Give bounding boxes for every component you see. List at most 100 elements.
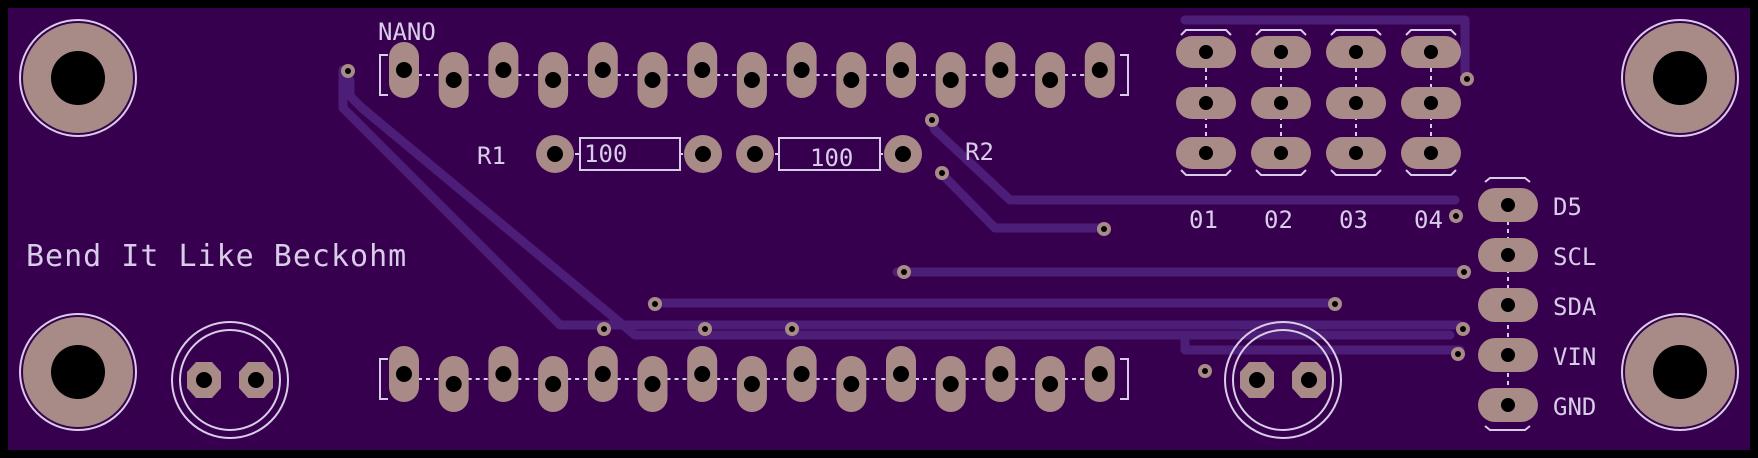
side-header-cap-top (1484, 177, 1531, 183)
led-left-outline-outer (171, 321, 289, 439)
top-header-drill-10 (843, 72, 860, 88)
bottom-header-drill-8 (743, 376, 760, 392)
grid-col-cap-bottom-4 (1405, 169, 1457, 176)
grid-drill-4-1 (1424, 45, 1438, 59)
top-header-drill-12 (942, 72, 959, 88)
r2-drill-1 (747, 146, 763, 162)
bottom-header-drill-2 (445, 376, 462, 392)
r1-drill-2 (695, 146, 711, 162)
grid-col-cap-bottom-2 (1255, 169, 1307, 176)
via-hole-15 (1455, 351, 1461, 357)
grid-drill-4-2 (1424, 96, 1438, 110)
mounting-hole-drill-4 (1653, 345, 1707, 399)
top-header-drill-7 (694, 62, 711, 78)
bottom-header-drill-15 (1091, 366, 1108, 382)
side-drill-4 (1501, 348, 1515, 362)
via-hole-9 (652, 301, 658, 307)
mounting-hole-drill-2 (1653, 51, 1707, 105)
grid-drill-4-3 (1424, 146, 1438, 160)
bottom-header-drill-13 (992, 366, 1009, 382)
side-drill-3 (1501, 298, 1515, 312)
via-hole-5 (1464, 76, 1470, 82)
mounting-hole-ring-1 (19, 19, 137, 137)
side-drill-2 (1501, 248, 1515, 262)
pin-label-gnd: GND (1553, 393, 1596, 421)
via-hole-1 (345, 68, 351, 74)
via-hole-2 (929, 117, 935, 123)
grid-drill-2-2 (1274, 96, 1288, 110)
via-hole-10 (1332, 301, 1338, 307)
connector-label-03: 03 (1339, 206, 1368, 234)
bottom-header-bracket-left (379, 358, 388, 400)
connector-label-01: 01 (1189, 206, 1218, 234)
grid-drill-1-3 (1199, 146, 1213, 160)
connector-label-04: 04 (1414, 206, 1443, 234)
bottom-header-drill-9 (793, 366, 810, 382)
grid-drill-2-3 (1274, 146, 1288, 160)
top-header-drill-13 (992, 62, 1009, 78)
board-title: Bend It Like Beckohm (26, 239, 407, 274)
top-header-drill-3 (495, 62, 512, 78)
trace-2 (345, 75, 1455, 340)
mounting-hole-drill-1 (51, 51, 105, 105)
grid-drill-1-2 (1199, 96, 1213, 110)
copper-traces (338, 15, 1470, 355)
board-substrate (8, 8, 1750, 450)
bottom-header-drill-1 (396, 366, 412, 382)
mounting-hole-ring-3 (19, 313, 137, 431)
trace-8 (1180, 330, 1465, 355)
r1-label: R1 (477, 142, 506, 170)
pin-label-scl: SCL (1553, 243, 1596, 271)
bottom-header-drill-4 (545, 376, 562, 392)
top-header-bracket-right (1120, 54, 1129, 96)
mounting-hole-ring-4 (1621, 313, 1739, 431)
pin-label-sda: SDA (1553, 293, 1597, 321)
via-hole-7 (901, 269, 907, 275)
led-right-outline-inner (1232, 329, 1334, 431)
via-layer (341, 64, 1474, 378)
top-header-drill-4 (545, 72, 562, 88)
led-left-drill-1 (196, 372, 212, 388)
trace-1 (338, 65, 1465, 330)
bottom-header-drill-11 (893, 366, 909, 382)
bottom-header-drill-3 (495, 366, 512, 382)
mounting-hole-drill-3 (51, 345, 105, 399)
bottom-header-drill-5 (594, 366, 611, 382)
top-header-drill-8 (743, 72, 760, 88)
via-hole-3 (939, 170, 945, 176)
mounting-holes (19, 19, 1739, 431)
silkscreen-layer (171, 29, 1531, 439)
top-header-drill-14 (1042, 72, 1059, 88)
top-header-drill-11 (893, 62, 909, 78)
grid-drill-3-1 (1349, 45, 1363, 59)
pad-layer (187, 36, 1538, 422)
led-left-outline-inner (179, 329, 281, 431)
top-header-drill-6 (644, 72, 661, 88)
via-hole-14 (1460, 326, 1466, 332)
grid-drill-3-3 (1349, 146, 1363, 160)
grid-drill-3-2 (1349, 96, 1363, 110)
bottom-header-drill-10 (843, 376, 860, 392)
r1-value: 100 (584, 140, 627, 168)
led-right-drill-2 (1301, 372, 1317, 388)
via-hole-12 (702, 326, 708, 332)
grid-col-cap-top-1 (1180, 29, 1232, 36)
bottom-header-drill-12 (942, 376, 959, 392)
grid-drill-2-1 (1274, 45, 1288, 59)
pin-label-d5: D5 (1553, 193, 1582, 221)
bottom-header-drill-14 (1042, 376, 1059, 392)
grid-col-cap-bottom-3 (1330, 169, 1382, 176)
led-right-outline-outer (1224, 321, 1342, 439)
bottom-header-drill-6 (644, 376, 661, 392)
top-header-drill-1 (396, 62, 412, 78)
led-right-drill-1 (1249, 372, 1265, 388)
nano-label: NANO (378, 18, 436, 46)
via-hole-16 (1202, 368, 1208, 374)
grid-col-cap-top-2 (1255, 29, 1307, 36)
trace-4 (935, 167, 1110, 233)
mounting-hole-ring-2 (1621, 19, 1739, 137)
r2-value: 100 (810, 144, 853, 172)
bottom-header-bracket-right (1120, 358, 1129, 400)
via-hole-6 (1453, 213, 1459, 219)
r2-drill-2 (895, 146, 911, 162)
